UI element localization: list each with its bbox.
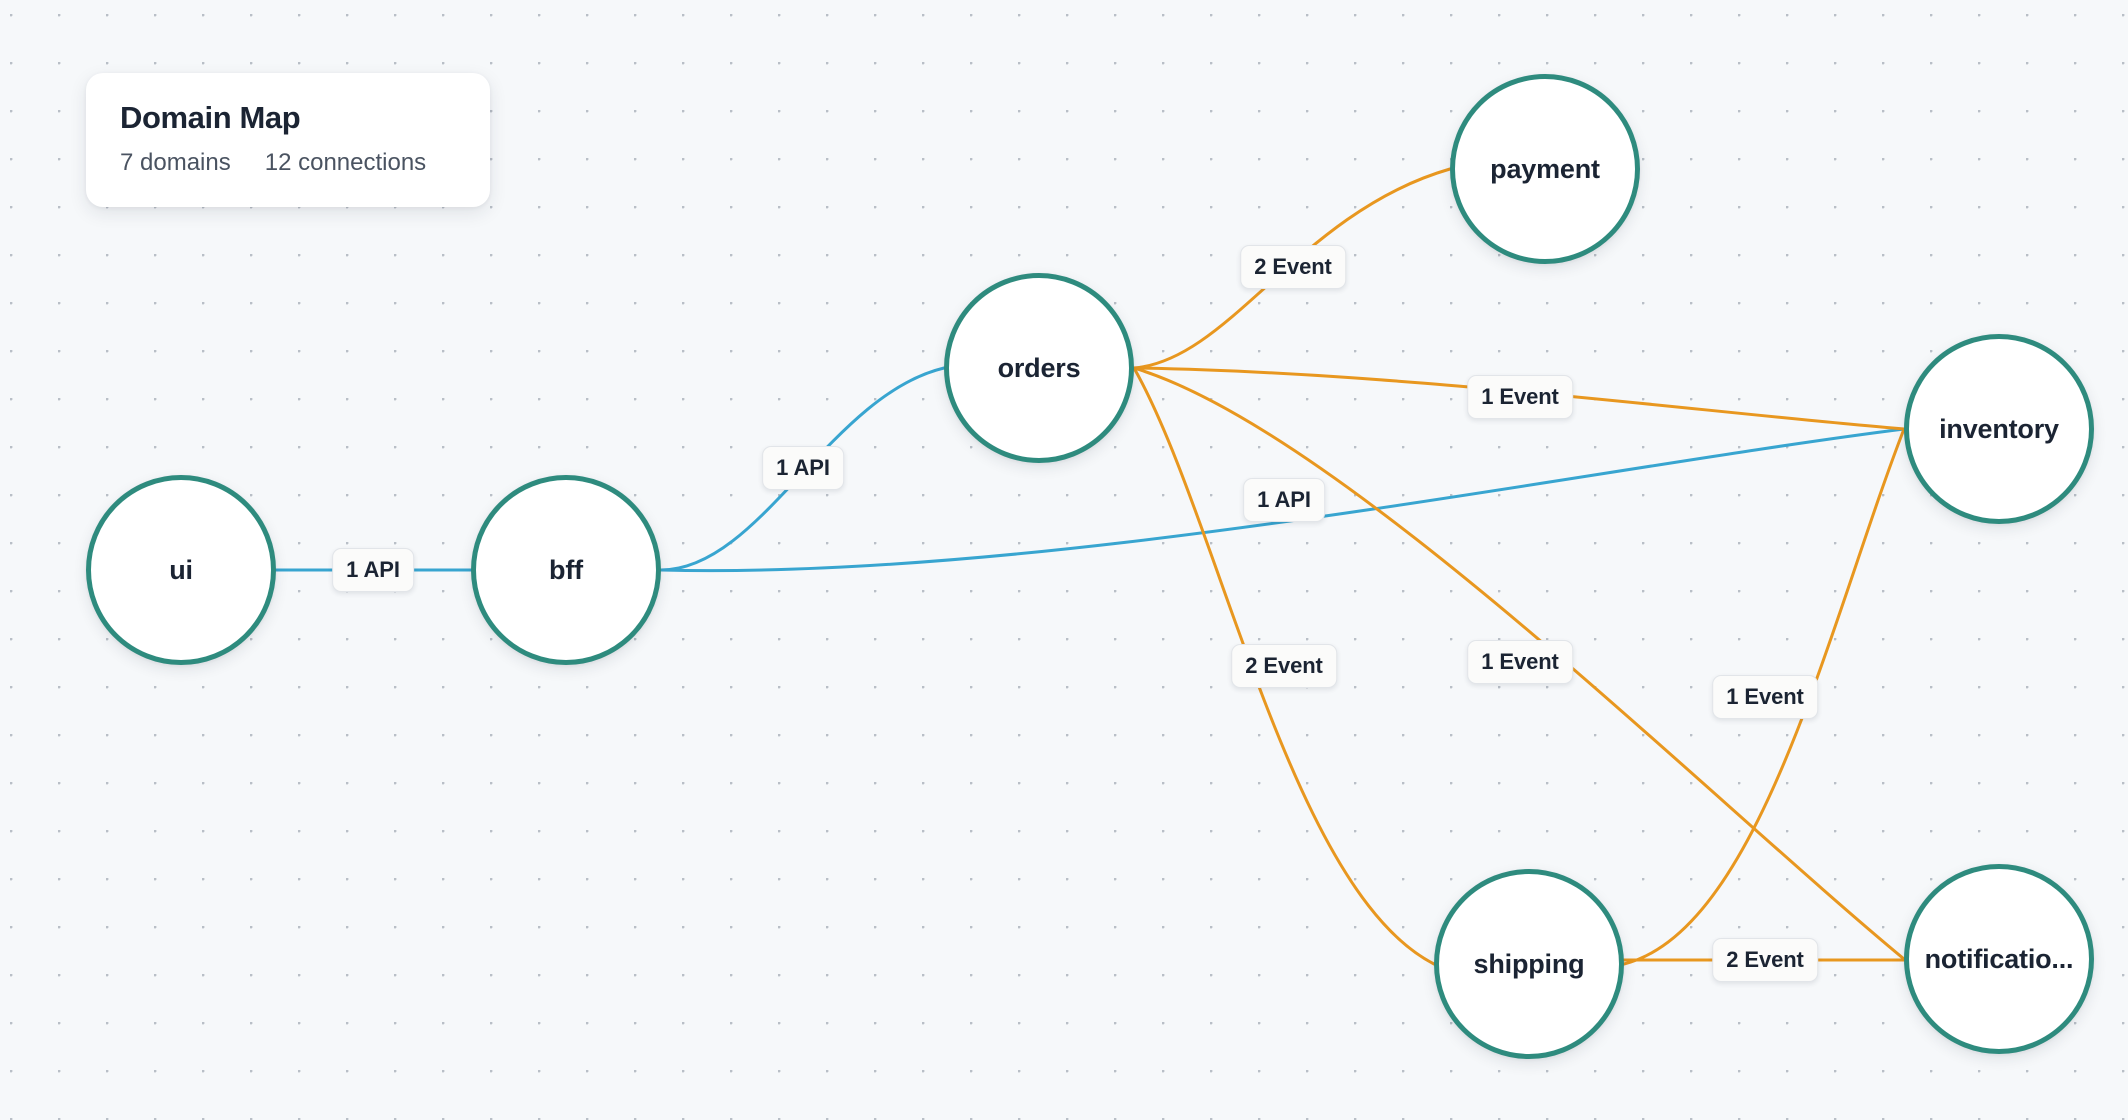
node-bff[interactable]: bff bbox=[471, 475, 661, 665]
edge-label-orders-payment[interactable]: 2 Event bbox=[1240, 245, 1346, 289]
edge-label-ui-bff[interactable]: 1 API bbox=[332, 548, 414, 592]
edge-label-orders-notif[interactable]: 1 Event bbox=[1467, 640, 1573, 684]
legend-stats: 7 domains 12 connections bbox=[120, 149, 456, 177]
page-title: Domain Map bbox=[120, 100, 301, 135]
node-notification[interactable]: notificatio... bbox=[1904, 864, 2094, 1054]
node-payment[interactable]: payment bbox=[1450, 74, 1640, 264]
node-label: orders bbox=[997, 352, 1081, 383]
node-label: payment bbox=[1490, 153, 1600, 184]
edge-label-shipping-notif[interactable]: 2 Event bbox=[1712, 938, 1818, 982]
node-label: notificatio... bbox=[1924, 943, 2074, 974]
domain-count-text: 7 domains bbox=[120, 149, 231, 176]
node-ui[interactable]: ui bbox=[86, 475, 276, 665]
node-inventory[interactable]: inventory bbox=[1904, 334, 2094, 524]
edge-label-bff-inventory[interactable]: 1 API bbox=[1243, 478, 1325, 522]
edge-label-orders-shipping[interactable]: 2 Event bbox=[1231, 644, 1337, 688]
node-label: bff bbox=[549, 554, 583, 585]
node-label: ui bbox=[169, 554, 193, 585]
edge-label-shipping-inventory[interactable]: 1 Event bbox=[1712, 675, 1818, 719]
node-label: shipping bbox=[1473, 948, 1585, 979]
node-label: inventory bbox=[1939, 413, 2059, 444]
legend-card: Domain Map 7 domains 12 connections bbox=[86, 73, 490, 207]
node-orders[interactable]: orders bbox=[944, 273, 1134, 463]
node-shipping[interactable]: shipping bbox=[1434, 869, 1624, 1059]
edge-label-orders-inventory[interactable]: 1 Event bbox=[1467, 375, 1573, 419]
edge-label-bff-orders[interactable]: 1 API bbox=[762, 446, 844, 490]
connection-count-text: 12 connections bbox=[264, 149, 427, 176]
